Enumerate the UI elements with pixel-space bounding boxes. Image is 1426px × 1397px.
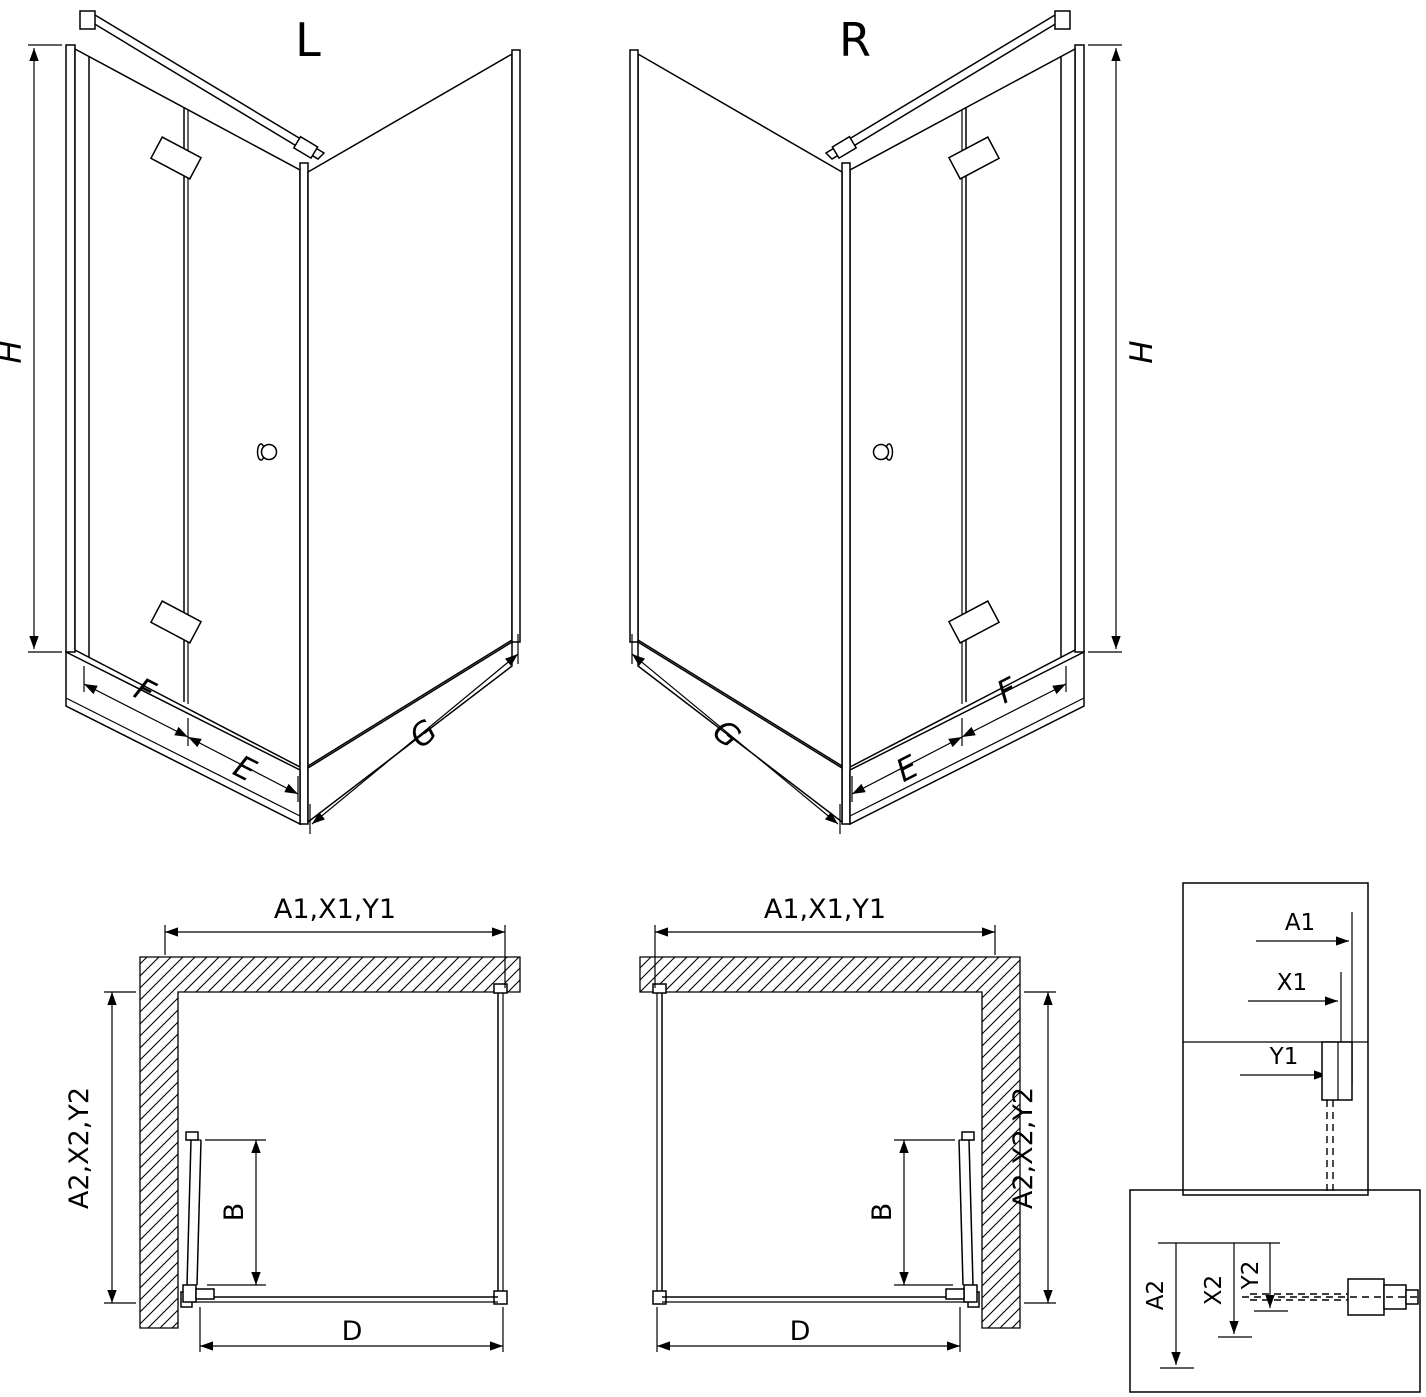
detail-box-bottom: A2 X2 Y2	[1129, 1189, 1421, 1393]
corner-post	[299, 162, 309, 825]
door-handle	[872, 443, 890, 461]
plan-view-left: A1,X1,Y1 A2,X2,Y2 B D	[64, 894, 521, 1352]
dim-label-front-width-right: D	[790, 1316, 811, 1347]
detail-label-a1: A1	[1285, 910, 1315, 936]
dim-line-F	[83, 683, 189, 738]
wall-hatched-left-plan	[139, 956, 521, 1329]
side-profile	[629, 49, 639, 643]
folded-door-line	[968, 1139, 974, 1286]
detail-label-x2: X2	[1201, 1275, 1227, 1305]
wall-profile	[1074, 44, 1085, 653]
dim-line-E	[851, 736, 963, 795]
door-pivot-arm	[195, 1288, 215, 1300]
plan-right-enclosure	[652, 983, 980, 1308]
top-support-bar-left	[79, 10, 326, 160]
door-pivot-block	[182, 1284, 197, 1303]
iso-view-right: R	[629, 10, 1157, 834]
dim-label-door-fold-left: B	[219, 1203, 250, 1222]
side-glass	[307, 52, 513, 768]
wall-hatched-right-plan	[639, 956, 1021, 1329]
dim-label-height-right: H	[1121, 340, 1157, 363]
bar-wall-bracket	[1054, 10, 1071, 30]
variant-label-left: L	[295, 13, 321, 67]
iso-view-left: L	[0, 10, 521, 834]
wall-profile-section-top	[1321, 1041, 1353, 1191]
bar-wall-bracket	[79, 10, 96, 30]
top-support-bar-right	[824, 10, 1071, 160]
door-pivot-block	[963, 1284, 978, 1303]
dim-line-E	[187, 736, 299, 795]
door-wall-left	[65, 44, 301, 769]
door-top-guide	[185, 1131, 199, 1141]
side-profile	[511, 49, 521, 643]
dim-line-F	[961, 683, 1067, 738]
hinge-bottom	[149, 600, 203, 644]
hinge-bottom	[947, 600, 1001, 644]
door-handle	[260, 443, 278, 461]
plan-right-dimensions: A1,X1,Y1 A2,X2,Y2 B D	[654, 894, 1056, 1352]
door-pivot-arm	[945, 1288, 965, 1300]
dim-label-depth-side-left: A2,X2,Y2	[64, 1087, 95, 1209]
dim-label-width-top-right: A1,X1,Y1	[764, 894, 886, 925]
folded-door-line	[186, 1139, 192, 1286]
plan-left-enclosure	[180, 983, 508, 1308]
side-glass	[637, 52, 843, 768]
panel-top-bracket	[493, 983, 508, 994]
wall-profile	[65, 44, 76, 653]
plan-left-dimensions: A1,X1,Y1 A2,X2,Y2 B D	[64, 894, 506, 1352]
side-panel-left	[299, 49, 521, 825]
door-wall-right	[849, 44, 1085, 769]
plan-view-right: A1,X1,Y1 A2,X2,Y2 B D	[639, 894, 1056, 1352]
detail-box-top: A1 X1 Y1	[1182, 882, 1369, 1196]
dim-line-G	[311, 653, 519, 825]
door-top-guide	[961, 1131, 975, 1141]
dim-label-door-fold-right: B	[867, 1203, 898, 1222]
detail-label-a2: A2	[1143, 1280, 1169, 1310]
dim-line-G	[631, 653, 839, 825]
bar-corner-clamp	[292, 135, 319, 160]
dim-label-front-width-left: D	[342, 1316, 363, 1347]
dim-label-depth-side-right: A2,X2,Y2	[1008, 1087, 1039, 1209]
detail-label-y1: Y1	[1269, 1044, 1299, 1070]
hinge-top	[149, 136, 203, 180]
side-panel-right	[629, 49, 851, 825]
dim-label-height-left: H	[0, 340, 29, 363]
detail-label-y2: Y2	[1238, 1261, 1264, 1291]
hinge-top	[947, 136, 1001, 180]
corner-post	[841, 162, 851, 825]
bar-corner-clamp	[831, 135, 858, 160]
dim-label-width-top-left: A1,X1,Y1	[274, 894, 396, 925]
panel-top-bracket	[652, 983, 667, 994]
detail-label-x1: X1	[1277, 970, 1307, 996]
wall-profile-section-bottom	[1242, 1278, 1419, 1316]
variant-label-right: R	[839, 13, 871, 67]
